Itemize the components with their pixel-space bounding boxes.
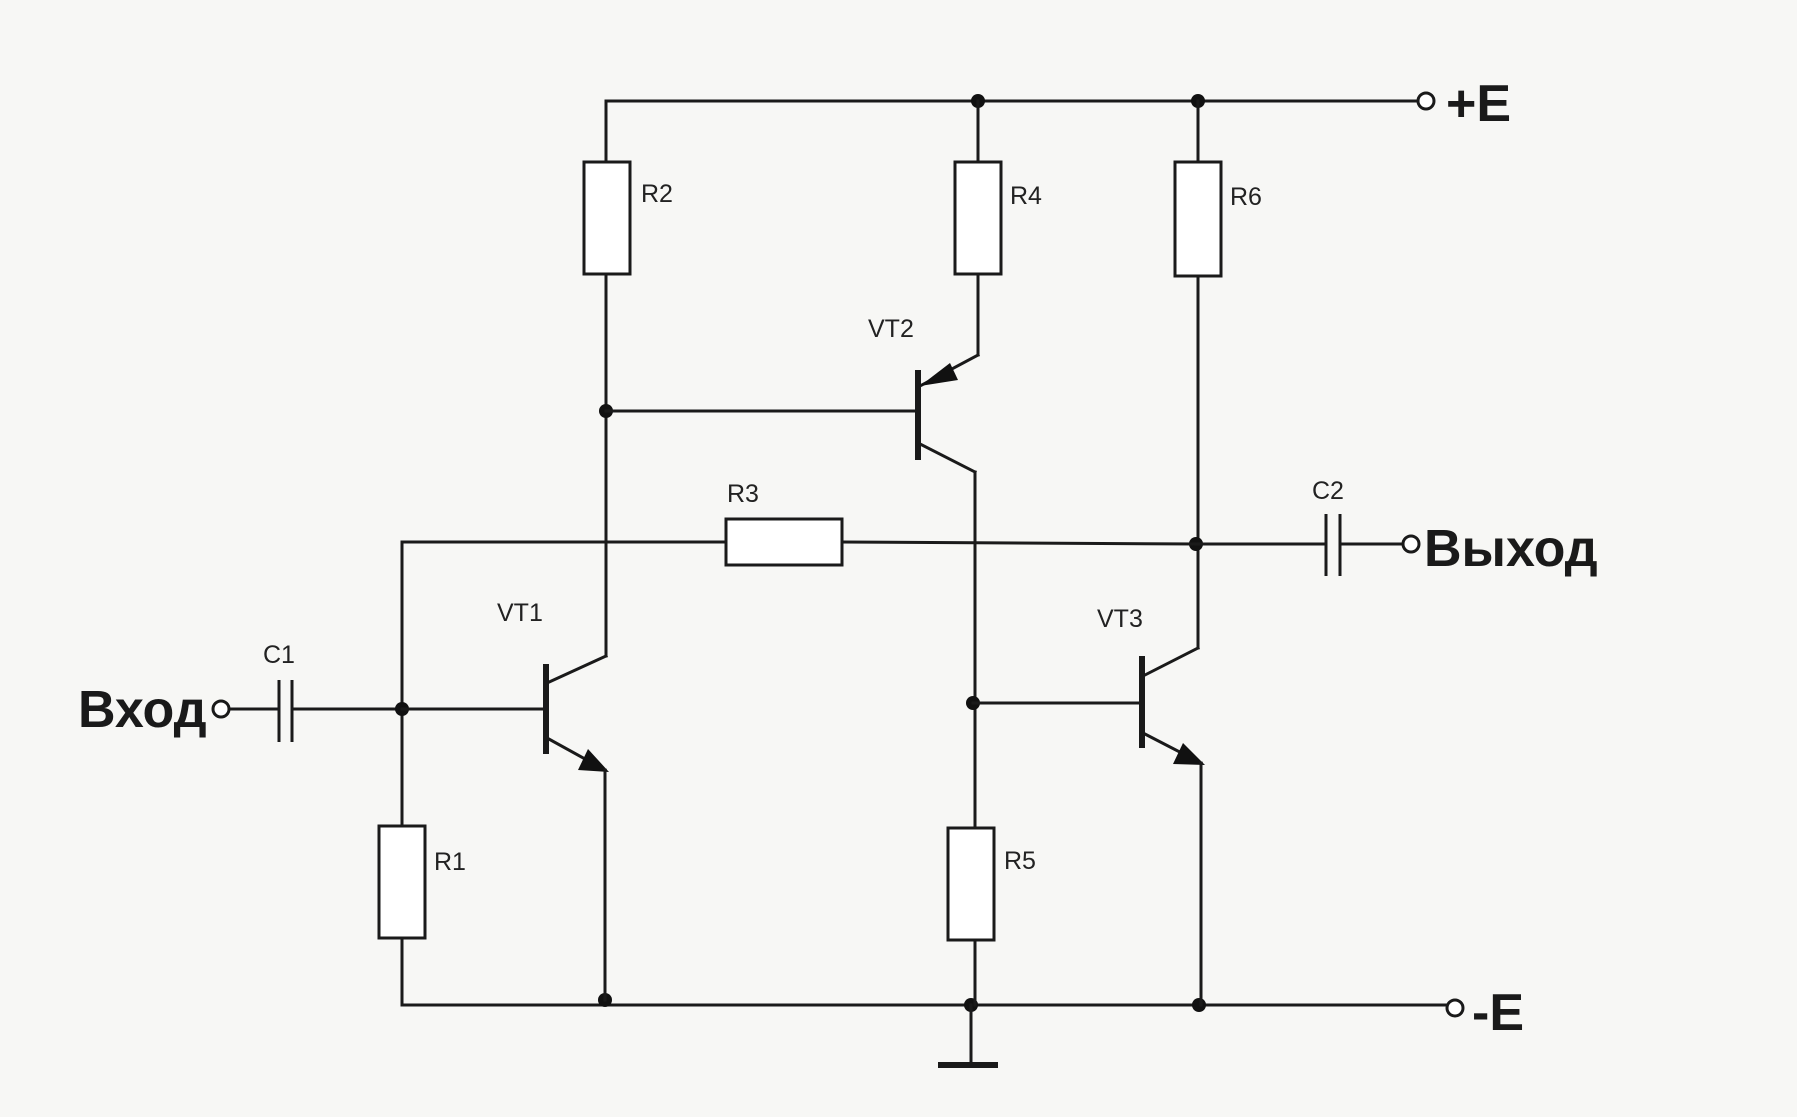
- label-c2: C2: [1312, 477, 1344, 505]
- label-vt3: VT3: [1097, 605, 1143, 633]
- resistor-r4: [953, 160, 1003, 276]
- output-terminal: [1401, 534, 1421, 554]
- resistor-r1: [377, 824, 427, 940]
- label-r4: R4: [1010, 182, 1042, 210]
- label-r3: R3: [727, 480, 759, 508]
- positive-rail: +E: [604, 75, 1511, 133]
- ground-symbol: [938, 1003, 998, 1068]
- output-label: Выход: [1424, 520, 1598, 578]
- transistor-vt1: [543, 654, 609, 1002]
- label-c1: C1: [263, 641, 295, 669]
- negative-supply-terminal: [1445, 998, 1465, 1018]
- label-vt2: VT2: [868, 315, 914, 343]
- label-r2: R2: [641, 180, 673, 208]
- negative-rail: -E: [400, 984, 1524, 1042]
- positive-supply-terminal: [1416, 91, 1436, 111]
- negative-supply-label: -E: [1472, 984, 1524, 1042]
- resistor-r2: [582, 160, 632, 276]
- resistor-r6: [1173, 160, 1223, 278]
- input-label: Вход: [78, 681, 207, 739]
- positive-supply-label: +E: [1446, 75, 1511, 133]
- resistor-r5: [946, 826, 996, 942]
- label-r6: R6: [1230, 183, 1262, 211]
- transistor-vt3: [971, 645, 1205, 1007]
- resistor-r3: [724, 517, 844, 567]
- label-r5: R5: [1004, 847, 1036, 875]
- input-terminal: [211, 699, 231, 719]
- label-r1: R1: [434, 848, 466, 876]
- label-vt1: VT1: [497, 599, 543, 627]
